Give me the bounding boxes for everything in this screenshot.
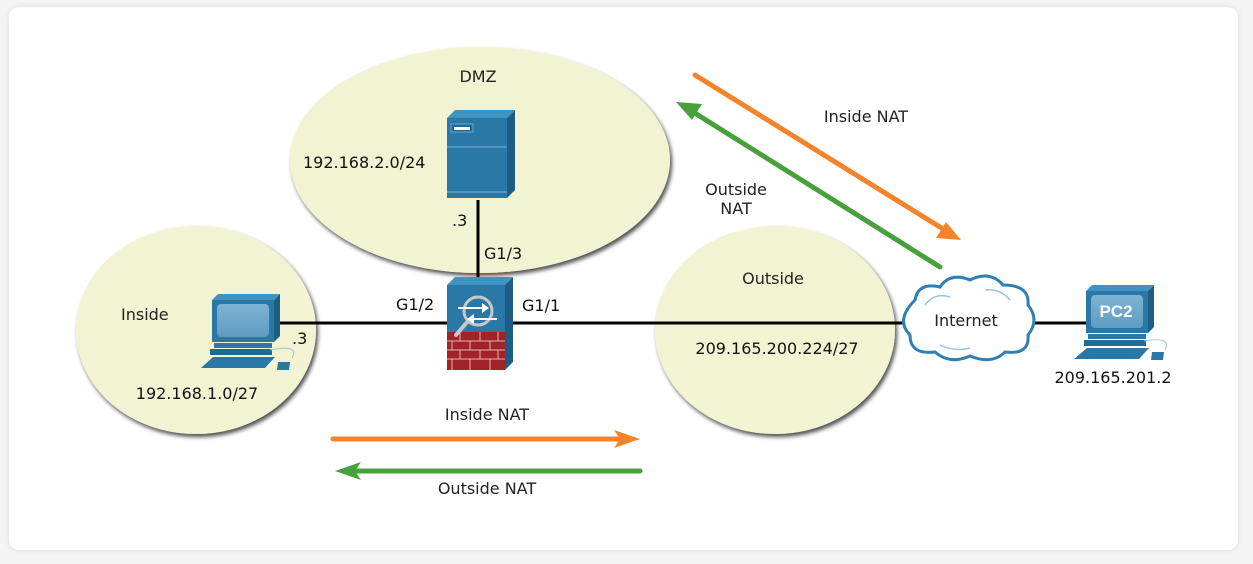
server-icon[interactable] — [447, 110, 515, 198]
internet-cloud-icon[interactable] — [902, 274, 1036, 362]
inside-interface-label: G1/2 — [396, 295, 434, 314]
dmz-interface-label: G1/3 — [484, 244, 522, 263]
dmz-network-label: 192.168.2.0/24 — [303, 153, 425, 172]
inside-zone — [76, 226, 316, 434]
dmz-zone-label: DMZ — [459, 67, 496, 86]
top-outside-nat-arrow — [676, 102, 943, 270]
dmz-host-suffix-label: .3 — [452, 211, 467, 230]
top-inside-nat-label: Inside NAT — [824, 107, 908, 126]
outside-zone-label: Outside — [742, 269, 804, 288]
bottom-outside-nat-label: Outside NAT — [438, 479, 537, 498]
inside-zone-label: Inside — [121, 305, 169, 324]
pc2-icon[interactable] — [1074, 285, 1167, 360]
outside-zone — [655, 226, 895, 434]
bottom-inside-nat-arrow — [330, 430, 640, 448]
bottom-outside-nat-arrow — [335, 462, 643, 480]
internet-label: Internet — [934, 311, 998, 330]
inside-pc-icon[interactable] — [201, 294, 295, 370]
inside-host-suffix-label: .3 — [292, 329, 307, 348]
pc2-address-label: 209.165.201.2 — [1054, 368, 1171, 387]
top-outside-nat-label-line2: NAT — [720, 199, 752, 218]
firewall-icon[interactable] — [447, 277, 513, 370]
bottom-inside-nat-label: Inside NAT — [445, 405, 529, 424]
outside-network-label: 209.165.200.224/27 — [695, 339, 858, 358]
top-outside-nat-label-line1: Outside — [705, 180, 767, 199]
inside-network-label: 192.168.1.0/27 — [136, 384, 258, 403]
outside-interface-label: G1/1 — [522, 296, 560, 315]
top-inside-nat-arrow — [692, 72, 961, 240]
pc2-label: PC2 — [1099, 302, 1132, 321]
